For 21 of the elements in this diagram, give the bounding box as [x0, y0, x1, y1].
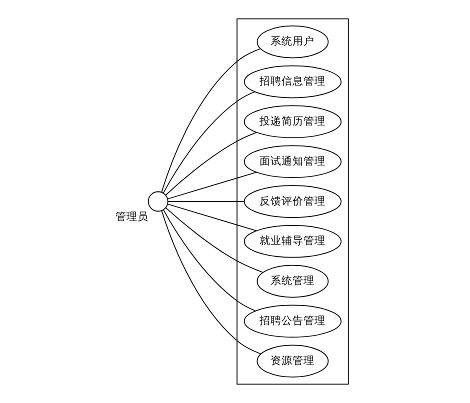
cluster	[236, 18, 348, 385]
node-ellipse: 系统用户	[256, 26, 328, 58]
connector	[166, 172, 256, 200]
node-ellipse: 资源管理	[256, 344, 328, 378]
node-ellipse: 投递简历管理	[243, 105, 342, 138]
node-label: 管理员	[114, 210, 148, 223]
node-ellipse: 面试通知管理	[243, 145, 342, 178]
node-ellipse: 就业辅导管理	[243, 225, 342, 258]
node-ellipse: 招聘信息管理	[243, 65, 342, 98]
connector	[162, 91, 255, 194]
node-ellipse: 招聘公告管理	[243, 304, 342, 338]
connector	[162, 210, 256, 312]
connector	[164, 207, 263, 273]
connector	[164, 132, 256, 196]
connector	[160, 48, 260, 193]
node-person	[147, 191, 168, 212]
node-ellipse: 系统管理	[256, 264, 328, 298]
connector	[160, 210, 261, 354]
connector	[167, 201, 244, 202]
connector	[166, 204, 256, 232]
node-ellipse: 反馈评价管理	[243, 185, 342, 218]
